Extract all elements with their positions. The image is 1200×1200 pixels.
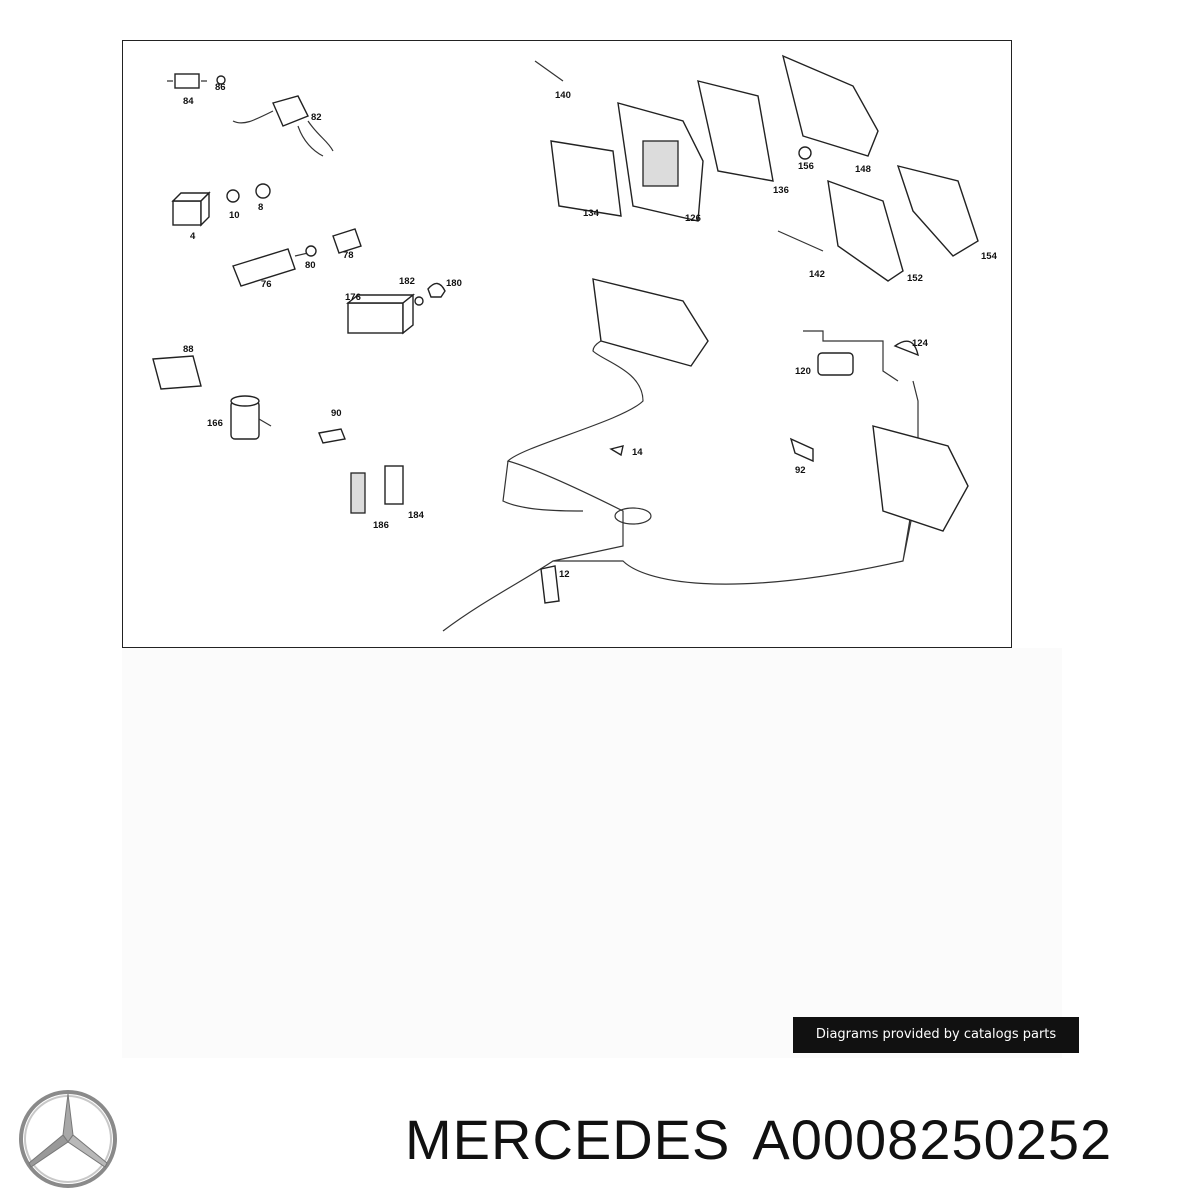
label-148: 148 xyxy=(855,164,871,175)
label-180: 180 xyxy=(446,278,462,289)
part-152-lens-frame xyxy=(827,179,904,282)
part-126-lamp-housing xyxy=(617,102,704,222)
part-140-strip xyxy=(534,60,564,82)
label-90: 90 xyxy=(331,408,342,419)
label-142: 142 xyxy=(809,269,825,280)
part-142-strip xyxy=(777,230,824,252)
label-136: 136 xyxy=(773,185,789,196)
part-14-clip xyxy=(609,445,624,457)
label-120: 120 xyxy=(795,366,811,377)
part-4-relay xyxy=(171,191,211,227)
label-134: 134 xyxy=(583,208,600,219)
rear-lamp-assembly-right xyxy=(872,425,969,532)
label-4: 4 xyxy=(190,231,196,242)
label-8: 8 xyxy=(258,202,263,213)
label-156: 156 xyxy=(798,161,814,172)
wiring-harness xyxy=(442,330,919,632)
part-title: MERCEDES A0008250252 xyxy=(405,1110,1134,1170)
part-86-nut xyxy=(216,75,226,85)
label-10: 10 xyxy=(229,210,240,221)
rear-lamp-assembly-left xyxy=(592,278,709,367)
part-88-bracket xyxy=(152,355,202,390)
part-84-switch xyxy=(167,73,207,89)
label-82: 82 xyxy=(311,112,322,123)
label-126: 126 xyxy=(685,213,701,224)
part-92-bulb-socket xyxy=(789,437,814,463)
part-176-flasher-unit xyxy=(346,293,415,335)
part-120-plate-lamp xyxy=(817,352,854,376)
brand-name: MERCEDES xyxy=(405,1108,731,1171)
part-156-bulb xyxy=(798,146,812,160)
part-82-lamp-wire xyxy=(232,95,334,157)
part-134-gasket xyxy=(550,140,622,217)
label-12: 12 xyxy=(559,569,570,580)
part-180-cap xyxy=(427,282,446,298)
label-186: 186 xyxy=(373,520,389,531)
label-76: 76 xyxy=(261,279,272,290)
diagram-backdrop xyxy=(122,648,1062,1058)
part-80-washer xyxy=(305,245,317,257)
mercedes-star-icon xyxy=(19,1090,117,1188)
label-80: 80 xyxy=(305,260,316,271)
label-92: 92 xyxy=(795,465,806,476)
part-10-washer xyxy=(226,189,240,203)
part-90-bulb xyxy=(318,428,346,444)
label-78: 78 xyxy=(343,250,354,261)
part-12-clip xyxy=(540,565,560,604)
label-140: 140 xyxy=(555,90,571,101)
parts-diagram: 84 86 82 4 10 8 76 80 78 176 182 180 88 … xyxy=(122,40,1012,648)
label-176: 176 xyxy=(345,292,361,303)
label-182: 182 xyxy=(399,276,415,287)
part-78-socket xyxy=(332,228,362,254)
part-154-lens xyxy=(896,165,979,257)
part-136-frame xyxy=(697,80,774,182)
label-14: 14 xyxy=(632,447,643,458)
part-number: A0008250252 xyxy=(752,1108,1113,1171)
label-152: 152 xyxy=(907,273,923,284)
label-166: 166 xyxy=(207,418,223,429)
part-166-relay-can xyxy=(230,395,272,440)
part-76-lamp-holder xyxy=(232,248,309,287)
part-8-bulb xyxy=(255,183,271,199)
part-184-connector xyxy=(384,465,404,505)
part-148-lamp-unit xyxy=(781,54,879,157)
part-186-connector xyxy=(350,472,366,514)
label-124: 124 xyxy=(912,338,929,349)
label-86: 86 xyxy=(215,82,226,93)
parts-diagram-drawing: 84 86 82 4 10 8 76 80 78 176 182 180 88 … xyxy=(152,54,998,632)
label-184: 184 xyxy=(408,510,425,521)
label-88: 88 xyxy=(183,344,194,355)
label-84: 84 xyxy=(183,96,194,107)
label-154: 154 xyxy=(981,251,998,262)
part-182-washer xyxy=(414,296,424,306)
part-124-cap xyxy=(893,340,919,357)
credit-banner: Diagrams provided by catalogs parts xyxy=(793,1017,1079,1053)
grommet xyxy=(614,507,652,525)
